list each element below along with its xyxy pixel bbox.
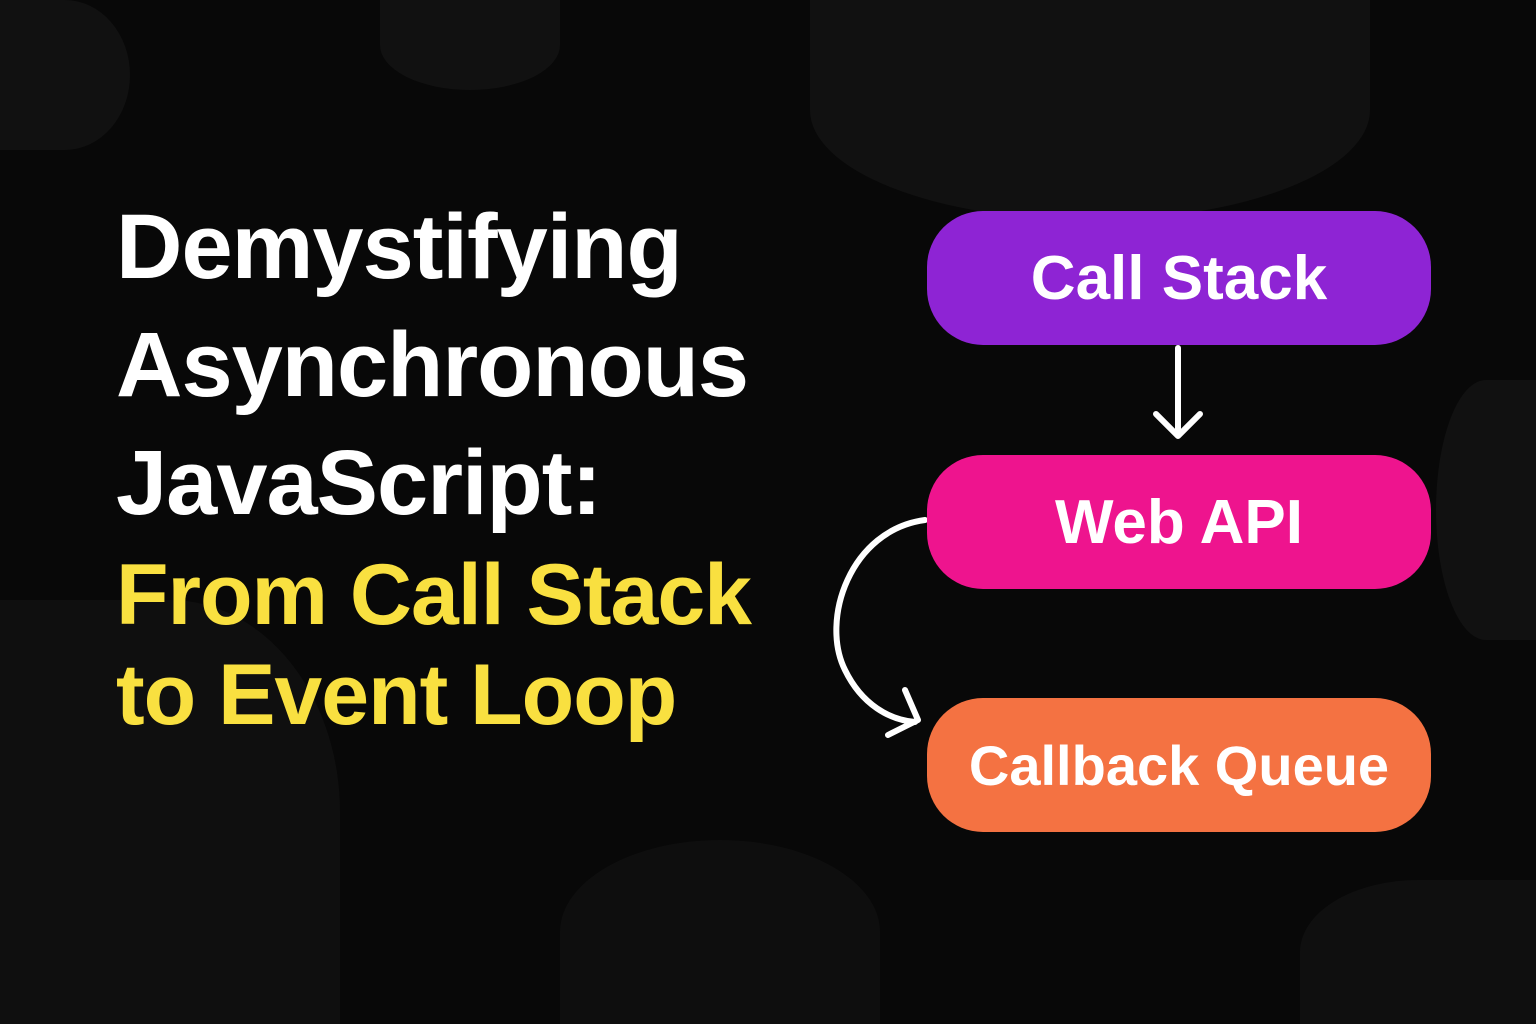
- node-label: Call Stack: [1030, 243, 1328, 313]
- down-arrow-icon: [1153, 345, 1203, 439]
- background-blob: [1436, 380, 1536, 640]
- subtitle-line: From Call Stack: [116, 547, 752, 643]
- curved-arrow-icon: [833, 517, 928, 738]
- web-api-node: Web API: [927, 455, 1431, 589]
- call-stack-node: Call Stack: [927, 211, 1431, 345]
- headline-line: Asynchronous: [116, 314, 749, 416]
- headline-line: Demystifying: [116, 196, 683, 298]
- background-blob: [1300, 880, 1536, 1024]
- background-blob: [0, 0, 130, 150]
- background-blob: [380, 0, 560, 90]
- subtitle-line: to Event Loop: [116, 647, 677, 743]
- node-label: Web API: [1054, 487, 1304, 557]
- background-blob: [560, 840, 880, 1024]
- callback-queue-node: Callback Queue: [927, 698, 1431, 832]
- headline-line: JavaScript:: [116, 432, 602, 534]
- node-label: Callback Queue: [968, 733, 1390, 797]
- subtitle: From Call Stack to Event Loop: [116, 545, 752, 745]
- headline: Demystifying Asynchronous JavaScript:: [116, 188, 749, 542]
- background-blob: [0, 600, 340, 1024]
- background-blob: [810, 0, 1370, 220]
